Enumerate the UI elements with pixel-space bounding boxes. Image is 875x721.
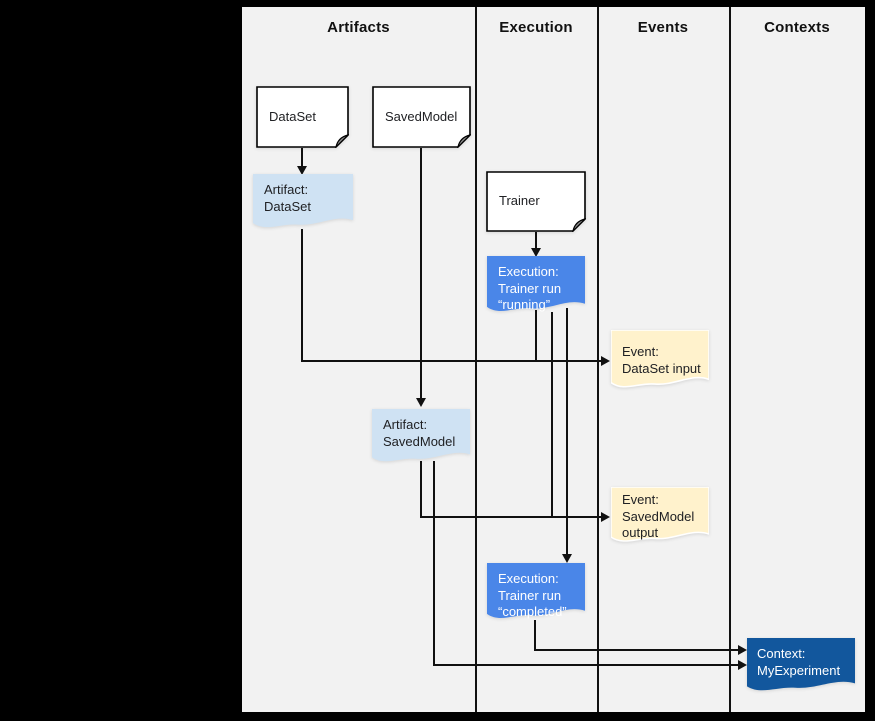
node-label: Artifact: SavedModel xyxy=(383,417,456,449)
column-header-label: Events xyxy=(637,18,689,36)
connector-artifact-savedmodel-down xyxy=(420,461,422,518)
wave-shape xyxy=(253,174,353,228)
connector-execution-completed-down xyxy=(534,620,536,651)
column-header-contexts: Contexts xyxy=(729,17,865,37)
node-label: Artifact: DataSet xyxy=(264,182,311,214)
node-label: Event: DataSet input xyxy=(622,344,701,376)
column-header-events: Events xyxy=(597,17,729,37)
arrowhead-into-event-dataset-input xyxy=(601,356,610,366)
connector-execution-running-to-savedmodel-event xyxy=(551,312,553,518)
connector-trainer-to-execution-running xyxy=(535,232,537,249)
connector-to-event-savedmodel-output xyxy=(420,516,601,518)
wave-shape xyxy=(487,256,585,311)
arrowhead-into-event-savedmodel-output xyxy=(601,512,610,522)
node-label: Execution: Trainer run “running” xyxy=(498,264,562,312)
arrowhead-into-execution-running xyxy=(531,248,541,257)
arrowhead-into-artifact-dataset xyxy=(297,166,307,175)
node-savedmodel: SavedModel xyxy=(372,86,471,148)
arrowhead-into-context-upper xyxy=(738,645,747,655)
arrowhead-into-execution-completed xyxy=(562,554,572,563)
connector-to-event-dataset-input xyxy=(301,360,601,362)
connector-execution-running-to-dataset-event xyxy=(535,310,537,362)
connector-artifact-savedmodel-to-context xyxy=(433,664,738,666)
node-event-dataset-input: Event: DataSet input xyxy=(611,330,709,393)
arrowhead-into-artifact-savedmodel xyxy=(416,398,426,407)
node-dataset: DataSet xyxy=(256,86,349,148)
wave-shape xyxy=(611,330,709,388)
node-label: Trainer xyxy=(499,193,540,209)
connector-savedmodel-to-artifact xyxy=(420,148,422,399)
connector-artifact-dataset-down xyxy=(301,229,303,362)
node-label: Execution: Trainer run “completed” xyxy=(498,571,567,619)
wave-shape xyxy=(372,409,470,462)
wave-shape xyxy=(747,638,855,691)
node-event-savedmodel-output: Event: SavedModel output xyxy=(611,487,709,547)
column-divider-events-contexts xyxy=(729,7,731,712)
node-label: DataSet xyxy=(269,108,316,124)
column-header-label: Artifacts xyxy=(327,18,390,36)
node-execution-running: Execution: Trainer run “running” xyxy=(487,256,585,317)
node-trainer: Trainer xyxy=(486,171,586,232)
node-label: SavedModel xyxy=(385,108,458,124)
document-shape xyxy=(486,171,586,232)
node-artifact-dataset: Artifact: DataSet xyxy=(253,174,353,233)
node-label: Context: MyExperiment xyxy=(757,646,841,678)
column-header-label: Contexts xyxy=(764,18,830,36)
column-header-execution: Execution xyxy=(475,17,597,37)
folded-corner xyxy=(335,134,349,148)
folded-corner xyxy=(572,218,586,232)
column-header-artifacts: Artifacts xyxy=(242,17,475,37)
folded-corner xyxy=(457,134,471,148)
column-divider-execution-events xyxy=(597,7,599,712)
connector-execution-running-to-completed xyxy=(566,308,568,555)
column-divider-artifacts-execution xyxy=(475,7,477,712)
wave-shape xyxy=(487,563,585,618)
node-context-myexperiment: Context: MyExperiment xyxy=(747,638,855,696)
document-shape xyxy=(256,86,349,148)
document-shape xyxy=(372,86,471,148)
node-execution-completed: Execution: Trainer run “completed” xyxy=(487,563,585,624)
node-label: Event: SavedModel output xyxy=(622,492,695,540)
connector-execution-completed-to-context xyxy=(534,649,738,651)
wave-shape xyxy=(611,487,709,542)
column-header-label: Execution xyxy=(499,18,573,36)
node-artifact-savedmodel: Artifact: SavedModel xyxy=(372,409,470,467)
connector-dataset-to-artifact xyxy=(301,148,303,167)
arrowhead-into-context-lower xyxy=(738,660,747,670)
connector-artifact-savedmodel-to-context-down xyxy=(433,461,435,666)
